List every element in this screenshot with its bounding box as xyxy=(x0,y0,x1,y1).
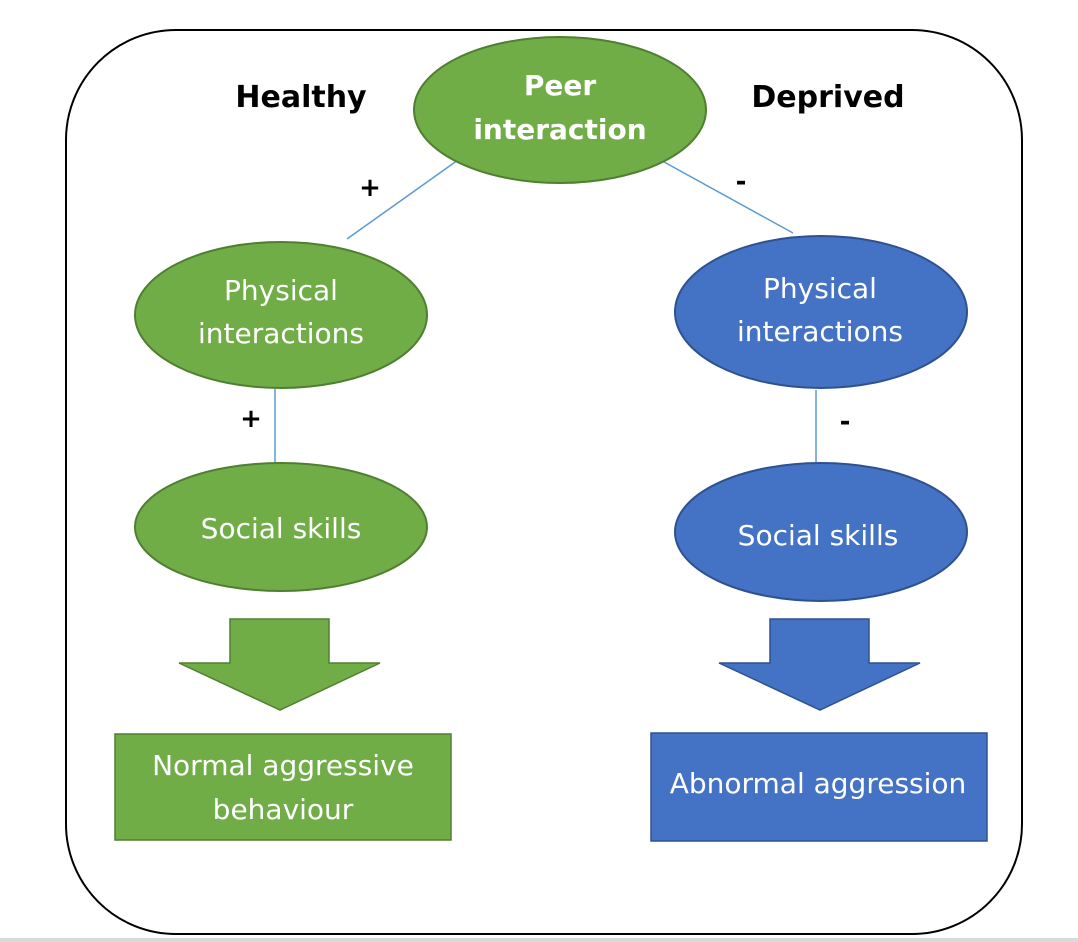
connector-peer-to-healthy-physical xyxy=(346,159,459,240)
deprived-social-skills-node xyxy=(674,462,968,602)
deprived-sign-top: - xyxy=(736,167,747,197)
healthy-social-skills-node xyxy=(134,462,428,592)
healthy-physical-label-line1: Physical xyxy=(224,274,338,307)
header-healthy: Healthy xyxy=(235,80,367,115)
deprived-physical-interactions-node xyxy=(674,235,968,389)
deprived-physical-label-line1: Physical xyxy=(763,272,877,305)
deprived-sign-mid: - xyxy=(840,407,851,437)
deprived-physical-label-line2: interactions xyxy=(737,315,903,348)
header-deprived: Deprived xyxy=(751,80,904,115)
healthy-physical-label-line2: interactions xyxy=(198,317,364,350)
healthy-sign-mid: + xyxy=(240,404,262,434)
bottom-edge-bar xyxy=(0,938,1078,942)
peer-interaction-label-line1: Peer xyxy=(524,69,597,102)
peer-interaction-label-line2: interaction xyxy=(473,113,646,146)
deprived-outcome-label: Abnormal aggression xyxy=(670,767,967,800)
healthy-physical-interactions-node xyxy=(134,241,428,389)
deprived-down-arrow xyxy=(718,618,921,711)
deprived-outcome-box xyxy=(650,732,988,842)
peer-interaction-node xyxy=(413,36,707,184)
healthy-outcome-box xyxy=(114,733,452,841)
healthy-sign-top: + xyxy=(359,173,381,203)
deprived-social-skills-label: Social skills xyxy=(738,519,899,552)
healthy-outcome-label-line1: Normal aggressive xyxy=(152,749,414,782)
healthy-social-skills-label: Social skills xyxy=(201,512,362,545)
healthy-down-arrow xyxy=(178,618,381,711)
connector-peer-to-deprived-physical xyxy=(654,156,794,234)
healthy-outcome-label-line2: behaviour xyxy=(213,793,354,826)
